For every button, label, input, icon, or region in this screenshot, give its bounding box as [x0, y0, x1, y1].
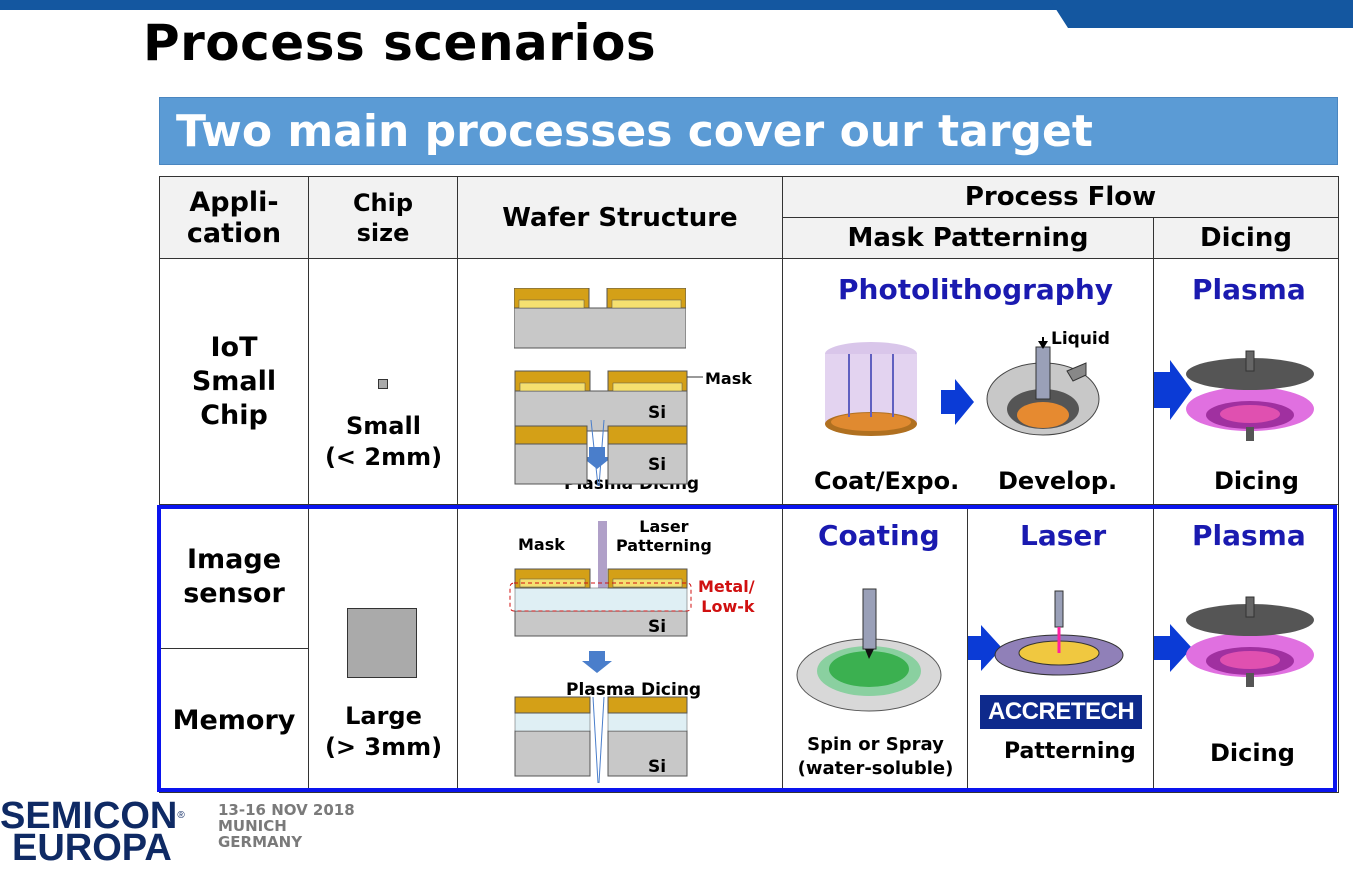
event-info: 13-16 NOV 2018 MUNICH GERMANY	[218, 802, 355, 850]
semicon-logo: SEMICON® EUROPA	[0, 795, 185, 869]
header-mask-patterning: Mask Patterning	[782, 217, 1154, 259]
event-date: 13-16 NOV 2018	[218, 801, 355, 819]
photolithography-diagram	[825, 337, 1100, 436]
photolithography-cell: Photolithography Liquid Coat/Expo.	[782, 258, 1154, 505]
label-laser-patterning: Laser Patterning	[616, 517, 712, 555]
top-bar-tab	[1050, 0, 1353, 28]
label-si-bottom-2: Si	[648, 757, 667, 777]
accretech-logo: ACCRETECH	[980, 695, 1143, 729]
coating-diagram	[796, 588, 942, 712]
wafer-top-small	[514, 288, 686, 349]
chip-size-large-label: Large (> 3mm)	[324, 702, 443, 761]
label-si-top: Si	[648, 403, 667, 423]
top-bar	[0, 0, 1353, 10]
header-process-flow: Process Flow	[782, 176, 1339, 218]
laser-cell: Laser ACCRETECH Patterning	[967, 504, 1154, 793]
chip-size-small: Small (< 2mm)	[308, 258, 458, 505]
wafer-diagram-small	[514, 370, 703, 469]
header-application: Appli- cation	[159, 176, 309, 259]
label-metal-lowk: Metal/ Low-k	[698, 577, 755, 616]
event-country: GERMANY	[218, 833, 303, 851]
coating-cell: Coating Spin or Spray (water-soluble)	[782, 504, 968, 793]
coating-step: Spin or Spray (water-soluble)	[797, 734, 954, 779]
plasma-cell-2: Plasma Dicing	[1153, 504, 1339, 793]
semicon-line2: EUROPA	[12, 827, 172, 869]
header-dicing: Dicing	[1153, 217, 1339, 259]
label-liquid: Liquid	[1051, 329, 1110, 349]
laser-title: Laser	[1020, 519, 1107, 552]
banner: Two main processes cover our target appl…	[159, 97, 1338, 223]
label-mask-2: Mask	[518, 535, 565, 554]
semicon-line1: SEMICON®	[0, 795, 185, 837]
chip-size-small-label: Small (< 2mm)	[324, 412, 443, 471]
step-coat-expo: Coat/Expo.	[814, 467, 960, 495]
large-chip-square	[347, 608, 417, 678]
label-plasma-dicing-2: Plasma Dicing	[566, 680, 702, 700]
plasma-diagram-2	[1154, 596, 1314, 687]
plasma-title-1: Plasma	[1192, 273, 1306, 306]
plasma-title-2: Plasma	[1192, 519, 1306, 552]
event-city: MUNICH	[218, 817, 287, 835]
app-iot-small-chip: IoT Small Chip	[159, 258, 309, 505]
banner-text: Two main processes cover our target	[176, 106, 1093, 157]
step-patterning: Patterning	[1004, 739, 1136, 764]
label-si-bottom: Si	[648, 455, 667, 475]
header-chip-size: Chip size	[308, 176, 458, 259]
photolithography-title: Photolithography	[838, 273, 1114, 306]
step-dicing-2: Dicing	[1210, 739, 1295, 767]
laser-diagram	[968, 590, 1124, 676]
wafer-diagram-large	[509, 521, 692, 784]
app-image-sensor: Image sensor	[159, 504, 309, 649]
header-wafer-structure: Wafer Structure	[457, 176, 783, 259]
plasma-cell-1: Plasma Dicing	[1153, 258, 1339, 505]
label-si-top-2: Si	[648, 617, 667, 637]
plasma-diagram-1	[1154, 350, 1314, 441]
app-memory: Memory	[159, 648, 309, 793]
process-table: Appli- cation Chip size Wafer Structure …	[159, 176, 1339, 793]
step-develop: Develop.	[998, 467, 1118, 495]
wafer-bottom-small	[514, 420, 688, 487]
step-dicing-1: Dicing	[1214, 467, 1299, 495]
small-chip-square	[378, 379, 388, 389]
coating-title: Coating	[818, 519, 940, 552]
page-title: Process scenarios	[143, 14, 657, 72]
label-mask: Mask	[705, 369, 752, 388]
wafer-structure-large: Mask Laser Patterning Metal/ Low-k Si Pl…	[457, 504, 783, 793]
chip-size-large: Large (> 3mm)	[308, 504, 458, 793]
